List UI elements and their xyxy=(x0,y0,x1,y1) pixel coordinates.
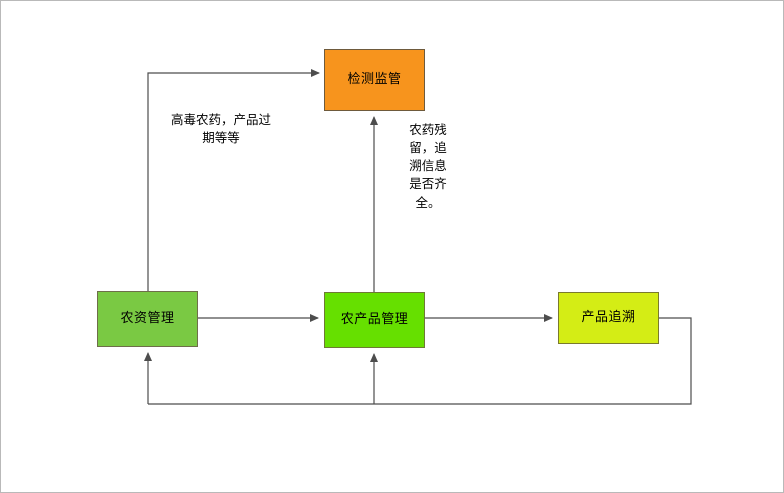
node-agricultural-inputs-management[interactable]: 农资管理 xyxy=(97,291,198,347)
node-agricultural-inputs-management-label: 农资管理 xyxy=(120,311,175,327)
connector-agri-inputs-to-inspection xyxy=(147,69,320,291)
node-inspection-supervision-label: 检测监管 xyxy=(347,72,402,88)
annotation-highly-toxic-pesticide: 高毒农药，产品过 期等等 xyxy=(170,112,271,146)
annotation-pesticide-residue: 农药残 留，追 溯信息 是否齐 全。 xyxy=(409,122,447,210)
connector-traceability-feedback-bus xyxy=(148,317,692,405)
node-agricultural-products-management[interactable]: 农产品管理 xyxy=(324,292,425,348)
node-agricultural-products-management-label: 农产品管理 xyxy=(340,312,409,328)
node-product-traceability[interactable]: 产品追溯 xyxy=(558,292,659,344)
node-inspection-supervision[interactable]: 检测监管 xyxy=(324,49,425,111)
node-product-traceability-label: 产品追溯 xyxy=(581,310,636,326)
